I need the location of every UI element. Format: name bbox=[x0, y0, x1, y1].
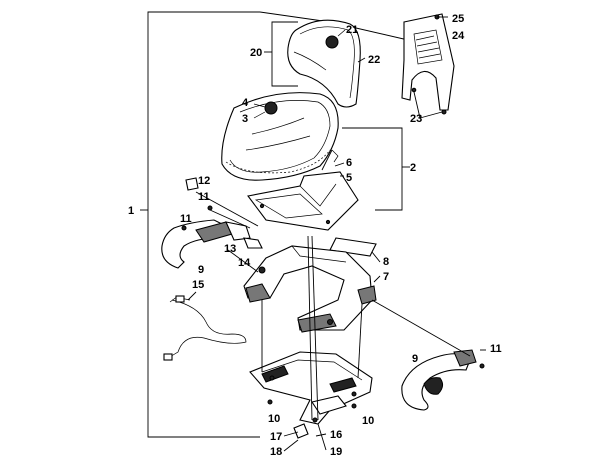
seat-knob bbox=[253, 101, 278, 119]
callout-13: 13 bbox=[224, 243, 236, 255]
callout-10-left: 10 bbox=[268, 413, 280, 425]
callout-18: 18 bbox=[270, 446, 282, 458]
callout-25: 25 bbox=[452, 13, 464, 25]
callout-6: 6 bbox=[346, 157, 352, 169]
callout-9-left: 9 bbox=[198, 264, 204, 276]
wiring-harness bbox=[163, 291, 247, 361]
callout-14: 14 bbox=[238, 257, 251, 269]
callout-20: 20 bbox=[250, 47, 262, 59]
callout-24: 24 bbox=[452, 30, 465, 42]
seat-cushion bbox=[221, 92, 339, 181]
callout-19: 19 bbox=[330, 446, 342, 458]
callout-22: 22 bbox=[368, 54, 380, 66]
pivot-clip bbox=[293, 423, 309, 439]
callout-4: 4 bbox=[242, 97, 249, 109]
right-handle bbox=[401, 349, 485, 411]
seat-base-tray bbox=[247, 171, 359, 231]
callout-9-right: 9 bbox=[412, 353, 418, 365]
seat-clip bbox=[331, 149, 339, 163]
backrest-knob bbox=[325, 29, 346, 49]
callout-17: 17 bbox=[270, 431, 282, 443]
assembly-bracket-20 bbox=[264, 21, 298, 87]
callout-11-right: 11 bbox=[490, 343, 502, 355]
callout-15: 15 bbox=[192, 279, 204, 291]
callout-2: 2 bbox=[410, 162, 416, 174]
left-handle bbox=[161, 177, 263, 269]
callout-23: 23 bbox=[410, 113, 422, 125]
label-leaders bbox=[283, 57, 486, 452]
callout-7: 7 bbox=[383, 271, 389, 283]
callout-labels: 1 2 3 4 5 6 7 8 9 9 10 10 11 11 11 12 13… bbox=[128, 13, 502, 458]
callout-1: 1 bbox=[128, 205, 134, 217]
callout-8: 8 bbox=[383, 256, 389, 268]
backrest-pad bbox=[287, 19, 361, 108]
callout-3: 3 bbox=[242, 113, 248, 125]
callout-21: 21 bbox=[346, 24, 358, 36]
callout-11-left: 11 bbox=[180, 213, 192, 225]
callout-16: 16 bbox=[330, 429, 342, 441]
backrest-bracket bbox=[401, 13, 455, 115]
main-frame bbox=[243, 245, 377, 333]
assembly-bracket-1 bbox=[140, 11, 260, 438]
callout-10-right: 10 bbox=[362, 415, 374, 427]
callout-11-top: 11 bbox=[198, 191, 210, 203]
callout-12: 12 bbox=[198, 175, 210, 187]
assembly-bracket-2 bbox=[342, 127, 410, 211]
callout-5: 5 bbox=[346, 172, 352, 184]
assembly-axis-lines bbox=[227, 149, 471, 421]
